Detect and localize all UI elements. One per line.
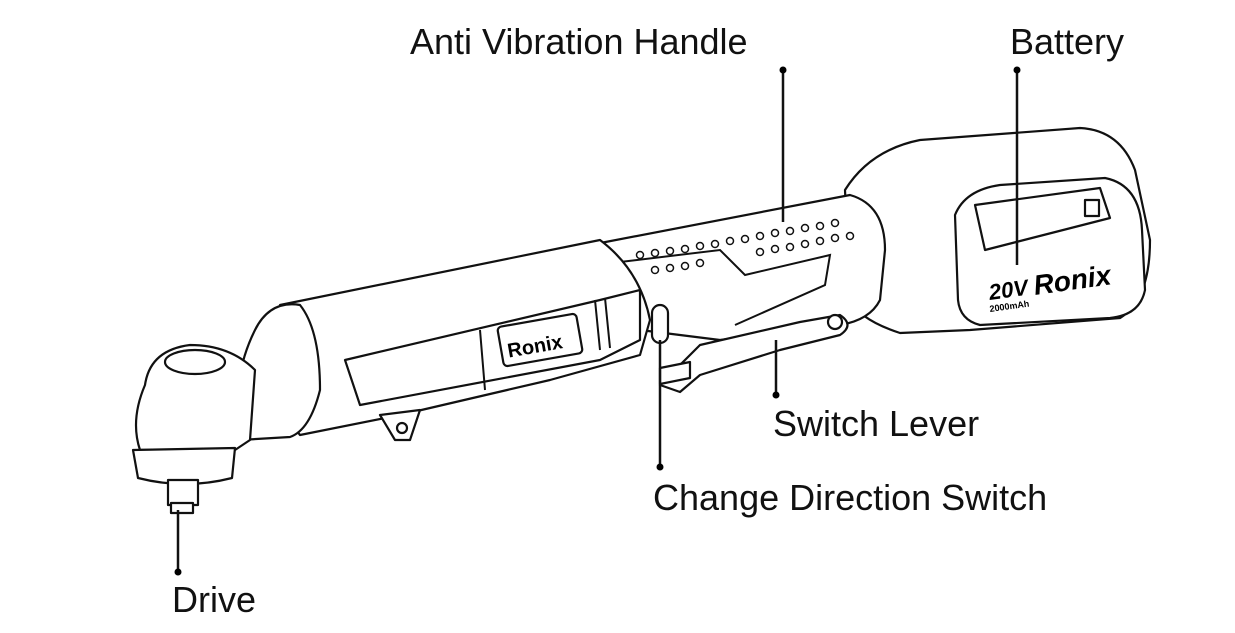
drive [166,478,200,507]
leader-lines [174,66,1021,576]
direction-switch [650,303,670,345]
label-drive: Drive [172,579,257,620]
angle-head [134,343,257,452]
battery-indicator [1083,198,1101,218]
battery-voltage-logo: 20V [986,274,1032,305]
label-anti-vibration-handle: Anti Vibration Handle [410,21,748,62]
label-battery: Battery [1010,21,1125,62]
body-logo-plate [496,312,584,368]
label-change-direction-switch: Change Direction Switch [653,477,1048,518]
battery-latch [973,186,1112,252]
label-switch-lever: Switch Lever [773,403,980,444]
vibration-dots [635,218,855,275]
